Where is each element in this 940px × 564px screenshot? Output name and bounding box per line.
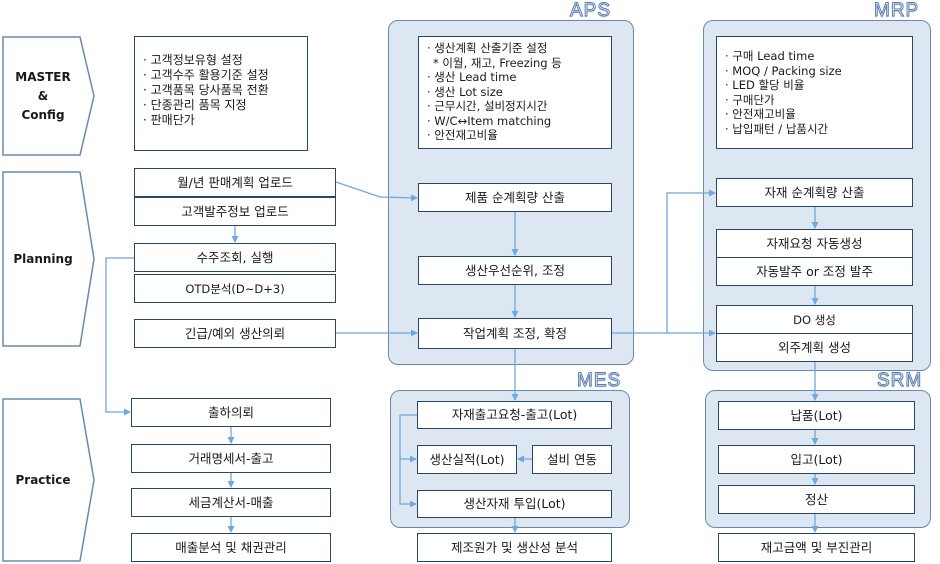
mes-title: MES (576, 370, 622, 392)
aps-item: · W/C↔Item matching (427, 113, 552, 128)
customer-order-upload-box: 고객발주정보 업로드 (134, 197, 336, 226)
arrow-inquiry-to-shipping (105, 257, 134, 416)
product-net-requirement-box: 제품 순계획량 산출 (418, 183, 612, 212)
stage-planning: Planning (2, 171, 95, 347)
transaction-statement-box: 거래명세서-출고 (131, 444, 331, 473)
master-item: · 고객수주 활용기준 설정 (143, 68, 269, 82)
mrp-item: · 구매단가 (725, 92, 775, 107)
master-item: · 판매단가 (143, 113, 195, 127)
do-create-box: DO 생성 (716, 305, 913, 334)
mrp-item: · 구매 Lead time (725, 49, 815, 63)
srm-title: SRM (876, 370, 923, 392)
production-priority-box: 생산우선순위, 조정 (418, 256, 612, 285)
mrp-item: · 안전재고비율 (725, 107, 796, 121)
receiving-box: 입고(Lot) (718, 445, 915, 474)
master-item: · 고객품목 당사품목 전환 (143, 83, 269, 97)
aps-title: APS (569, 0, 612, 22)
otd-analysis-box: OTD분석(D~D+3) (134, 274, 336, 303)
mrp-item: · 납입패턴 / 납품시간 (725, 121, 829, 136)
aps-item: · 안전재고비율 (427, 128, 498, 142)
mrp-item: · MOQ / Packing size (725, 63, 842, 78)
inventory-mgmt-box: 재고금액 및 부진관리 (718, 533, 915, 562)
equipment-link-box: 설비 연동 (532, 445, 612, 474)
tax-invoice-box: 세금계산서-매출 (131, 488, 331, 517)
material-issue-box: 자재출고요청-출고(Lot) (417, 401, 612, 429)
stage-planning-label: Planning (13, 251, 73, 266)
stage-master-label: MASTER & Config (15, 69, 71, 122)
stage-master: MASTER & Config (2, 36, 95, 156)
aps-item: · 생산 Lot size (427, 84, 503, 99)
work-plan-confirm-box: 작업계획 조정, 확정 (418, 318, 612, 349)
sales-analysis-box: 매출분석 및 채권관리 (131, 533, 331, 562)
outsourcing-plan-box: 외주계획 생성 (716, 333, 913, 362)
aps-settings-list: · 생산계획 산출기준 설정 * 이월, 재고, Freezing 등 · 생산… (418, 36, 612, 149)
urgent-production-request-box: 긴급/예외 생산의뢰 (134, 319, 336, 348)
aps-item: * 이월, 재고, Freezing 등 (433, 55, 562, 70)
aps-item: · 근무시간, 설비정지시간 (427, 99, 548, 113)
master-item: · 단종관리 품목 지정 (143, 98, 247, 112)
production-result-box: 생산실적(Lot) (417, 445, 517, 474)
aps-item: · 생산 Lead time (427, 70, 517, 84)
master-item: · 고객정보유형 설정 (143, 53, 243, 67)
material-net-requirement-box: 자재 순계획량 산출 (716, 178, 913, 207)
mrp-title: MRP (873, 0, 920, 22)
mrp-settings-list: · 구매 Lead time · MOQ / Packing size · LE… (716, 36, 913, 149)
aps-item: · 생산계획 산출기준 설정 (427, 41, 548, 55)
sales-plan-upload-box: 월/년 판매계획 업로드 (134, 168, 336, 197)
stage-practice: Practice (2, 398, 95, 562)
order-inquiry-box: 수주조회, 실행 (134, 243, 336, 272)
manufacturing-cost-box: 제조원가 및 생산성 분석 (417, 533, 612, 562)
master-config-list: · 고객정보유형 설정 · 고객수주 활용기준 설정 · 고객품목 당사품목 전… (134, 36, 308, 151)
material-request-auto-box: 자재요청 자동생성 (716, 229, 913, 258)
shipping-request-box: 출하의뢰 (131, 398, 331, 427)
stage-practice-label: Practice (15, 472, 71, 487)
auto-order-box: 자동발주 or 조정 발주 (716, 257, 913, 286)
settlement-box: 정산 (718, 485, 915, 514)
mrp-item: · LED 할당 비율 (725, 78, 805, 92)
material-input-box: 생산자재 투입(Lot) (417, 490, 612, 518)
delivery-box: 납품(Lot) (718, 401, 915, 430)
